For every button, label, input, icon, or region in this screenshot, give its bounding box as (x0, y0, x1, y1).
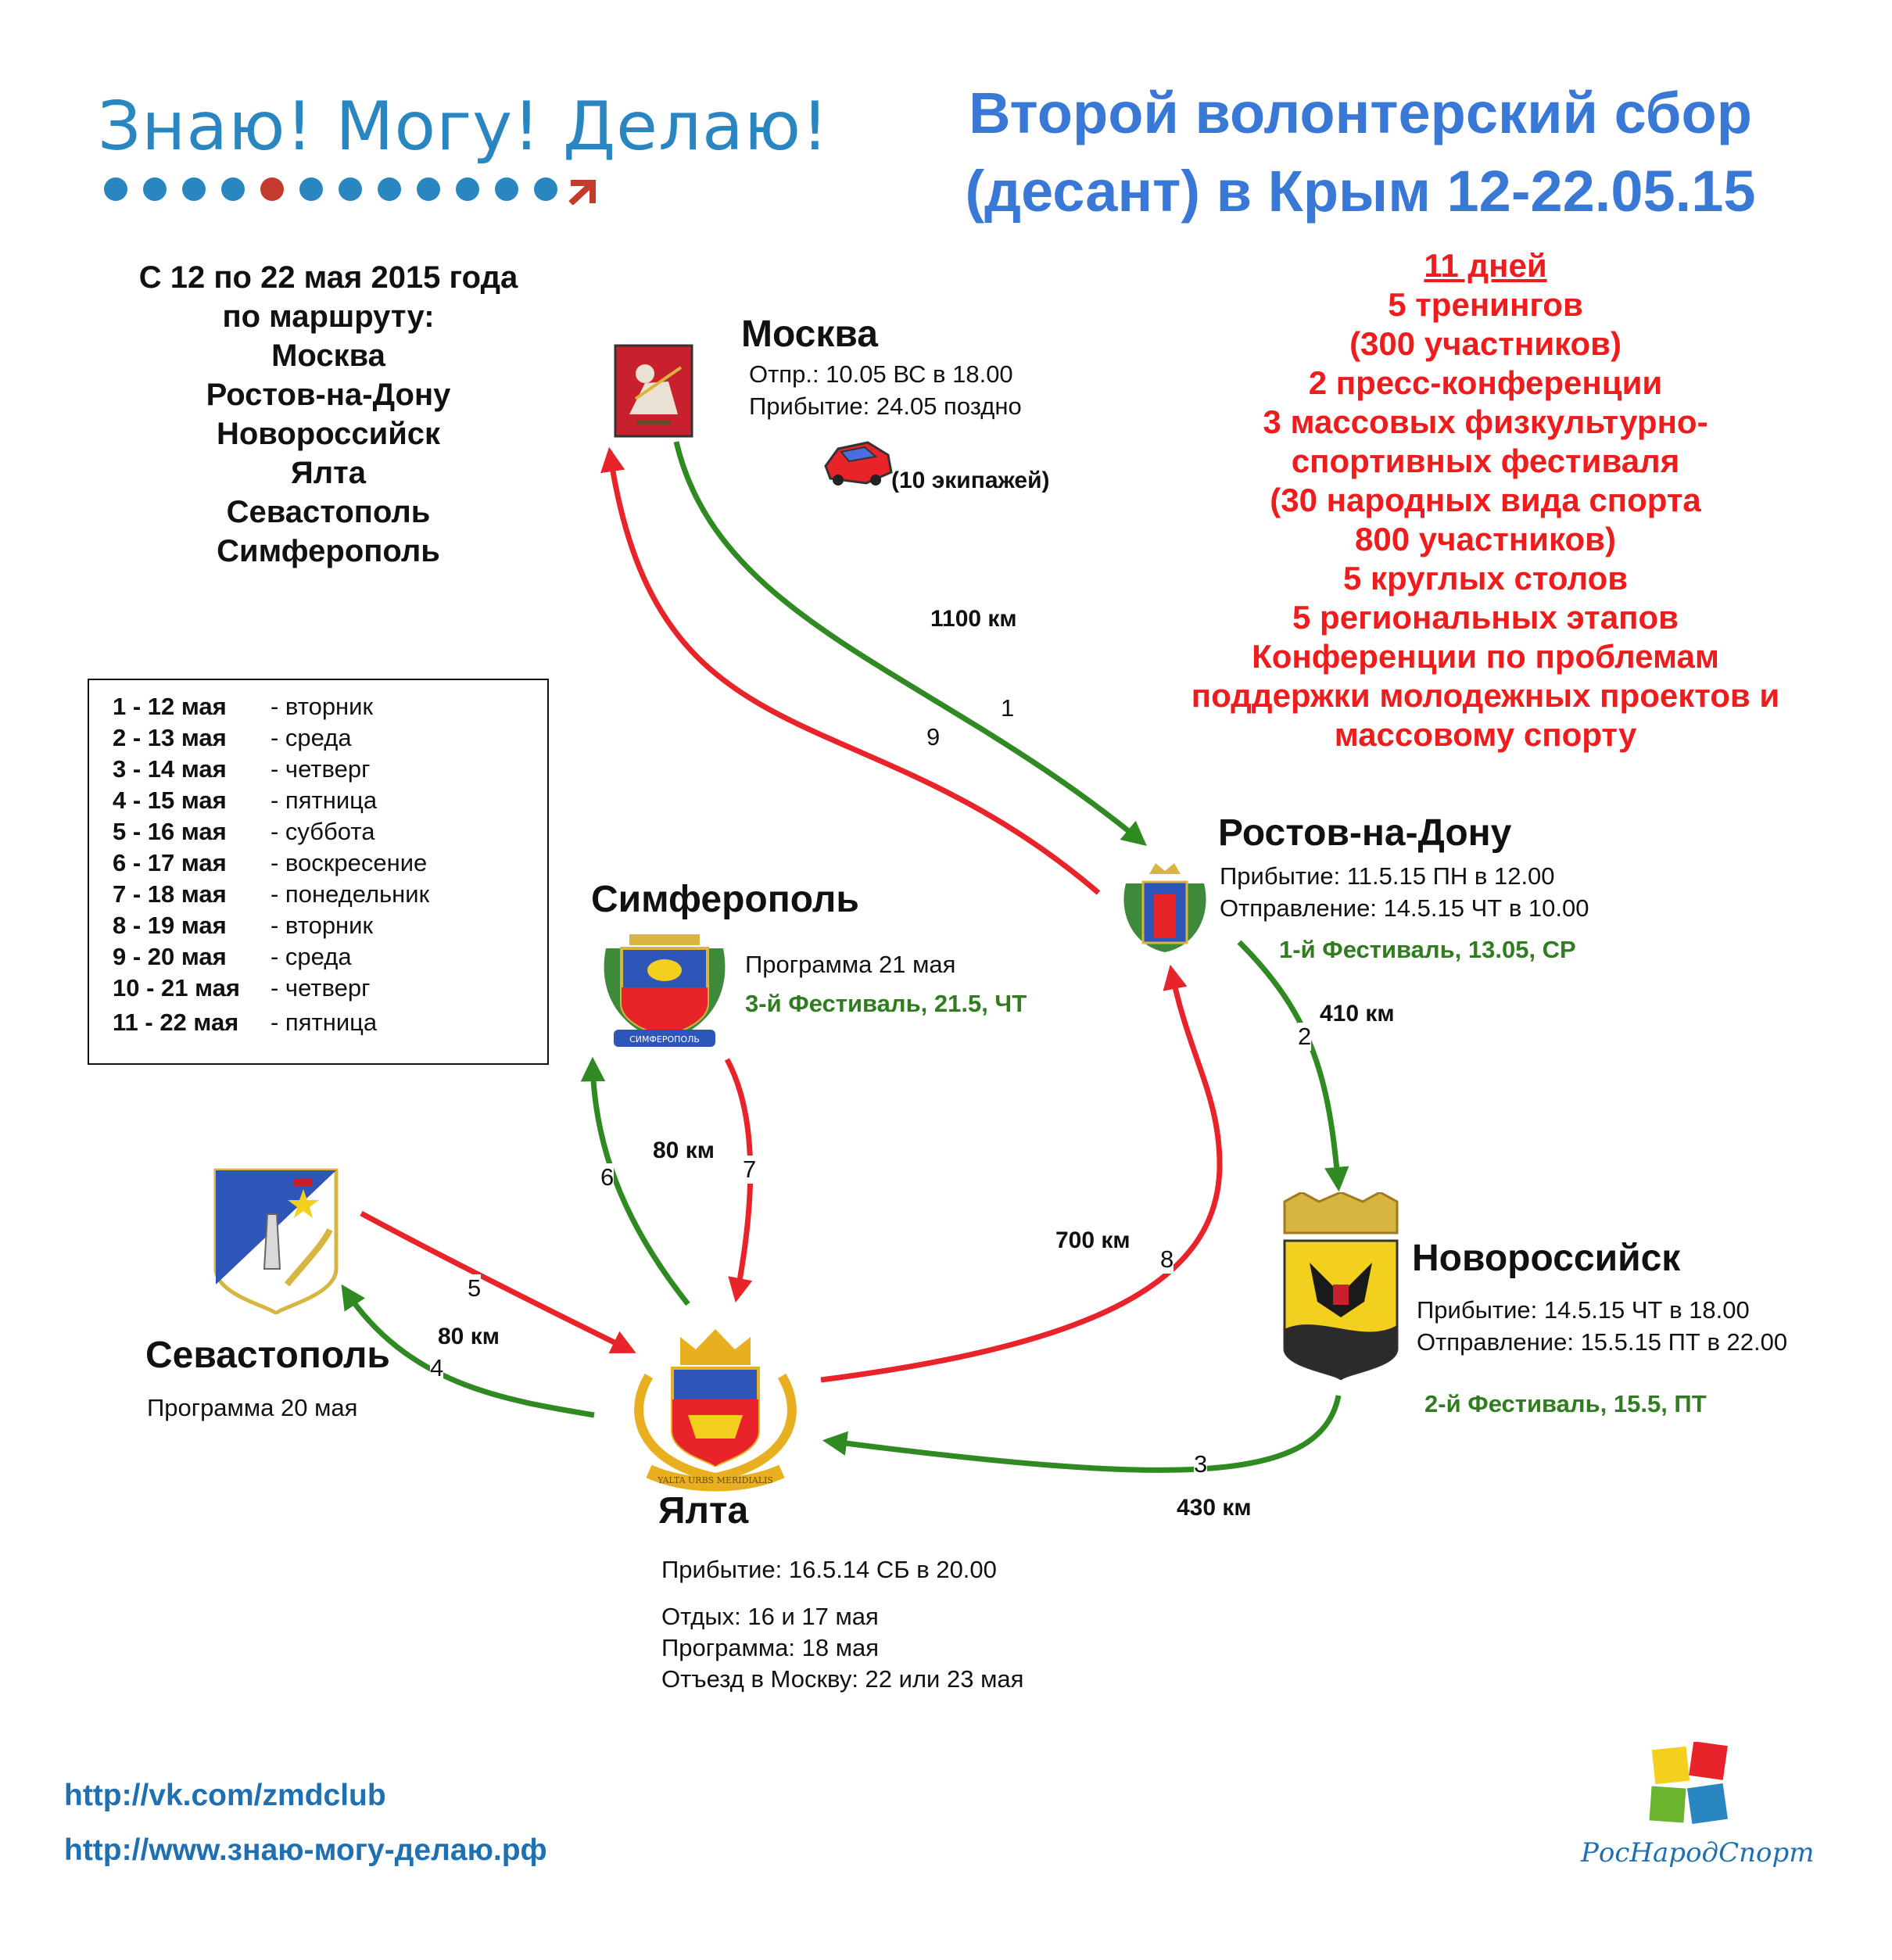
rosnarodsport-logo-text: РосНародСпорт (1581, 1837, 1815, 1869)
distance-yalta-rostov: 700 км (1055, 1227, 1131, 1253)
segment-label-1: 1 (1001, 694, 1015, 722)
simferopol-crest-icon: СИМФЕРОПОЛЬ (604, 934, 726, 1047)
moscow-depart: Отпр.: 10.05 ВС в 18.00 (749, 360, 1013, 388)
moscow-crews: (10 экипажей) (891, 468, 1050, 493)
distance-moscow-rostov: 1100 км (930, 606, 1017, 632)
city-name-moscow: Москва (741, 314, 878, 355)
calendar-row: 1 - 12 мая- вторник (113, 693, 374, 720)
segment-label-9: 9 (926, 723, 941, 751)
moscow-crest-icon (614, 344, 693, 438)
route-arrow-3 (822, 1395, 1342, 1473)
novorossiysk-crest-icon (1283, 1192, 1399, 1380)
page-title: Второй волонтерский сбор (десант) в Крым… (965, 81, 1756, 224)
logo-dots (104, 177, 596, 205)
distance-rostov-novorossiysk: 410 км (1320, 1001, 1395, 1027)
calendar-row: 2 - 13 мая- среда (113, 724, 352, 751)
site-link[interactable]: http://www.знаю-могу-делаю.рф (64, 1833, 547, 1867)
novorossiysk-arrive: Прибытие: 14.5.15 ЧТ в 18.00 (1417, 1296, 1750, 1324)
logo-arrow-icon (568, 180, 596, 205)
distance-novorossiysk-yalta: 430 км (1177, 1495, 1252, 1521)
calendar-row: 8 - 19 мая- вторник (113, 912, 374, 939)
logo-text: Знаю! Могу! Делаю! (98, 88, 830, 166)
segment-label-5: 5 (468, 1274, 482, 1302)
route-arrow-1 (673, 441, 1147, 847)
rostov-depart: Отправление: 14.5.15 ЧТ в 10.00 (1220, 894, 1589, 922)
city-name-sevastopol: Севастополь (145, 1335, 390, 1376)
calendar-box: 1 - 12 мая- вторник 2 - 13 мая- среда 3 … (88, 679, 549, 1065)
city-name-yalta: Ялта (658, 1490, 749, 1532)
segment-label-8: 8 (1160, 1245, 1174, 1274)
rostov-festival: 1-й Фестиваль, 13.05, СР (1279, 936, 1576, 963)
yalta-crest-motto: YALTA URBS MERIDIALIS (657, 1475, 773, 1485)
calendar-row: 4 - 15 мая- пятница (113, 787, 378, 814)
yalta-crest-icon: YALTA URBS MERIDIALIS (634, 1329, 797, 1492)
city-name-novorossiysk: Новороссийск (1412, 1238, 1681, 1279)
city-name-simferopol: Симферополь (591, 879, 859, 920)
route-arrow-2 (1237, 940, 1349, 1192)
vk-link[interactable]: http://vk.com/zmdclub (64, 1779, 386, 1812)
route-arrow-8 (820, 964, 1223, 1383)
yalta-program: Программа: 18 мая (661, 1634, 880, 1661)
yalta-return: Отъезд в Москву: 22 или 23 мая (661, 1665, 1024, 1693)
route-arrow-6 (580, 1056, 690, 1306)
rostov-arrive: Прибытие: 11.5.15 ПН в 12.00 (1220, 862, 1555, 890)
car-icon (824, 441, 893, 486)
calendar-row: 9 - 20 мая- среда (113, 943, 352, 970)
calendar-row: 5 - 16 мая- суббота (113, 818, 375, 845)
distance-sevastopol-yalta: 80 км (438, 1324, 500, 1349)
simferopol-festival: 3-й Фестиваль, 21.5, ЧТ (745, 990, 1027, 1017)
novorossiysk-festival: 2-й Фестиваль, 15.5, ПТ (1424, 1390, 1707, 1417)
moscow-arrive: Прибытие: 24.05 поздно (749, 392, 1022, 420)
yalta-rest: Отдых: 16 и 17 мая (661, 1603, 879, 1630)
route-arrow-5 (360, 1210, 636, 1354)
event-stats: 11 дней 5 тренингов (300 участников) 2 п… (1126, 246, 1845, 754)
days-count: 11 дней (1424, 247, 1547, 284)
yalta-arrive: Прибытие: 16.5.14 СБ в 20.00 (661, 1556, 997, 1583)
city-name-rostov: Ростов-на-Дону (1218, 812, 1512, 854)
segment-label-6: 6 (600, 1163, 615, 1191)
route-arrow-9 (600, 446, 1101, 895)
route-arrow-4 (341, 1284, 595, 1418)
route-intro: С 12 по 22 мая 2015 года по маршруту: Мо… (138, 260, 518, 568)
sevastopol-program: Программа 20 мая (147, 1394, 358, 1421)
calendar-row: 11 - 22 мая- пятница (113, 1009, 378, 1036)
novorossiysk-depart: Отправление: 15.5.15 ПТ в 22.00 (1417, 1328, 1788, 1356)
distance-simferopol-yalta: 80 км (653, 1138, 715, 1163)
segment-label-4: 4 (430, 1354, 444, 1382)
rostov-crest-icon (1123, 863, 1206, 952)
segment-label-2: 2 (1298, 1023, 1312, 1051)
calendar-row: 10 - 21 мая- четверг (113, 974, 371, 1001)
segment-label-3: 3 (1194, 1450, 1208, 1478)
rosnarodsport-logo-icon (1649, 1742, 1728, 1824)
calendar-row: 7 - 18 мая- понедельник (113, 880, 430, 908)
calendar-row: 6 - 17 мая- воскресение (113, 849, 428, 876)
segment-label-7: 7 (743, 1156, 757, 1184)
calendar-row: 3 - 14 мая- четверг (113, 755, 371, 783)
simferopol-crest-label: СИМФЕРОПОЛЬ (629, 1034, 700, 1044)
simferopol-program: Программа 21 мая (745, 951, 956, 978)
sevastopol-crest-icon (213, 1168, 339, 1316)
